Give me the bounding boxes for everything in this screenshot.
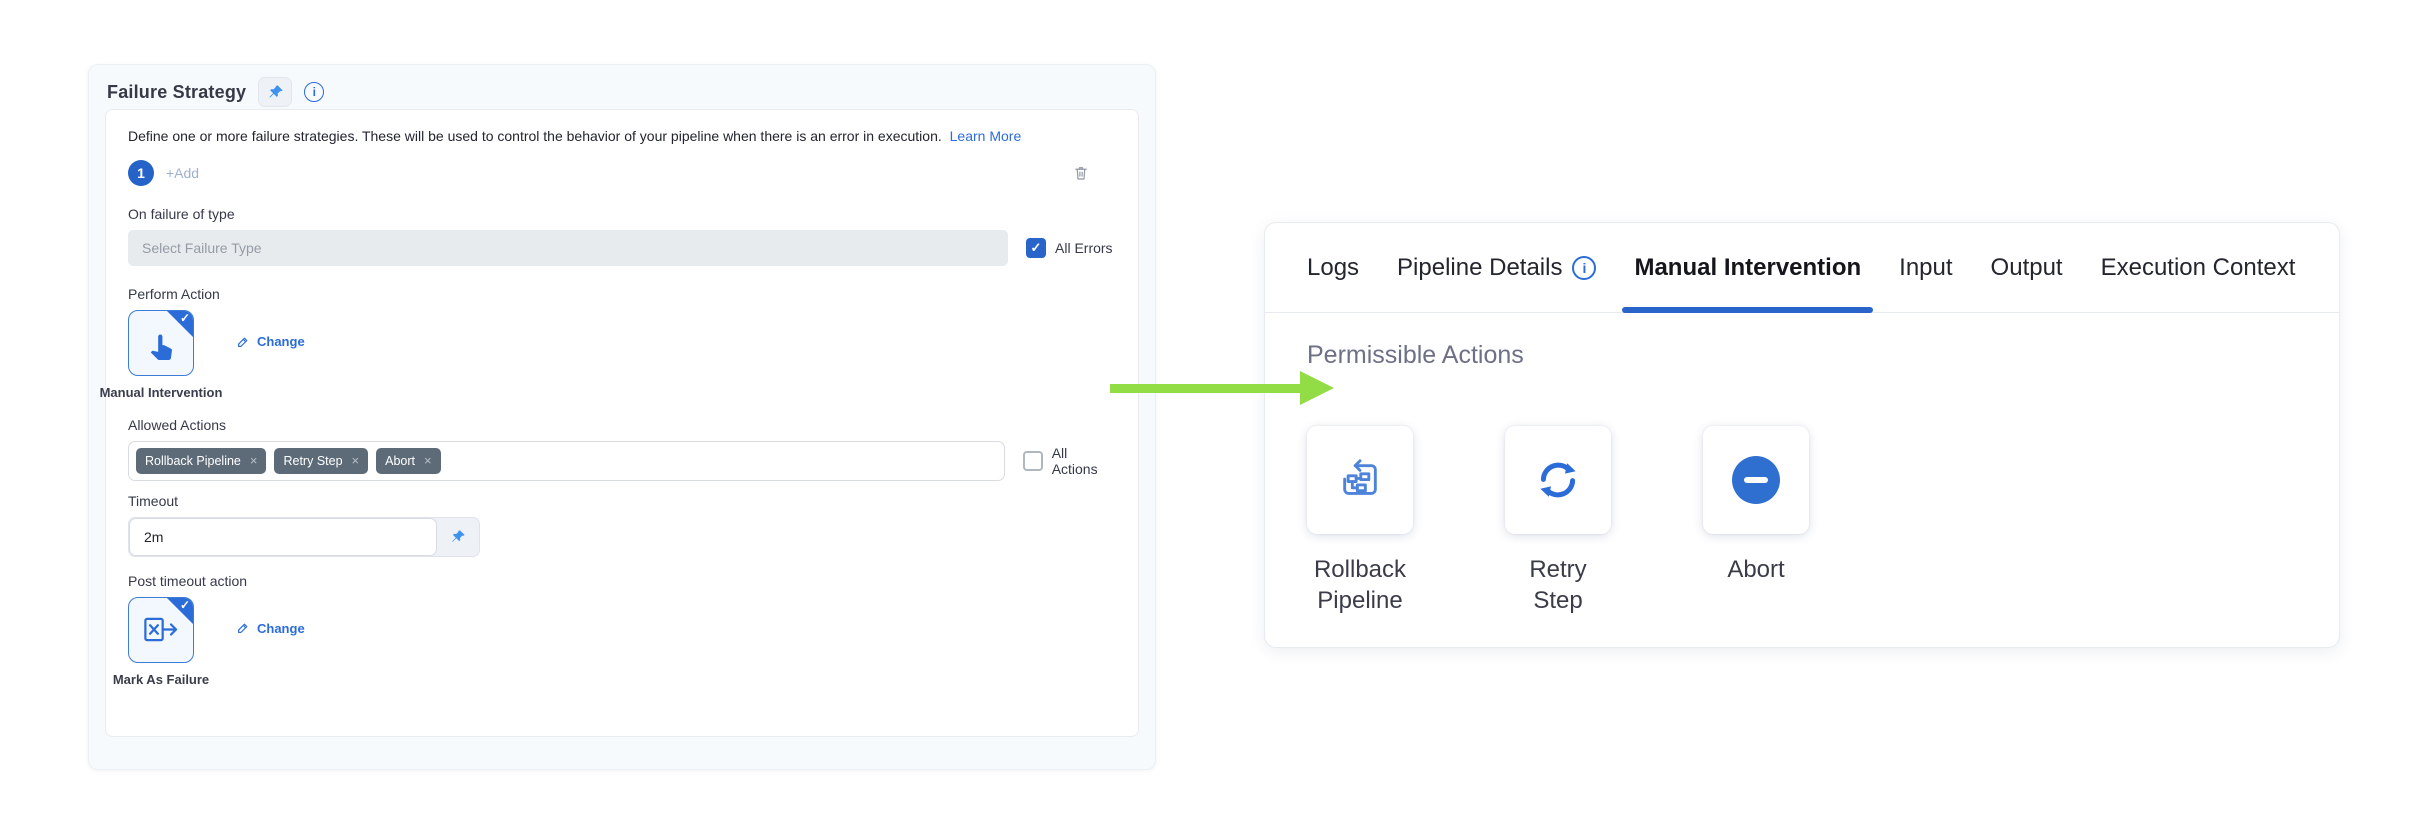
permissible-actions-row: Rollback Pipeline Retry Step	[1307, 426, 2297, 616]
timeout-input-group: 2m	[128, 516, 480, 557]
selected-check-icon: ✓	[179, 597, 190, 612]
action-abort: Abort	[1703, 426, 1809, 616]
permissible-actions-title: Permissible Actions	[1307, 341, 1524, 369]
tag-remove-icon[interactable]: ×	[424, 453, 432, 469]
description-sentence: Define one or more failure strategies. T…	[128, 128, 942, 144]
selected-check-icon: ✓	[179, 311, 190, 325]
failure-type-placeholder: Select Failure Type	[142, 240, 262, 256]
add-strategy-button[interactable]: +Add	[166, 165, 200, 181]
perform-action-value: Manual Intervention	[99, 385, 223, 400]
post-timeout-action-tile[interactable]: ✓	[128, 596, 194, 663]
pin-button[interactable]	[258, 77, 293, 107]
tag-label: Abort	[385, 453, 416, 468]
tab-pipeline-details[interactable]: Pipeline Details i	[1397, 223, 1597, 312]
action-rollback-pipeline: Rollback Pipeline	[1307, 426, 1413, 616]
change-perform-action-link[interactable]: Change	[236, 334, 305, 349]
selected-corner-badge	[167, 311, 193, 337]
post-timeout-value: Mark As Failure	[112, 671, 210, 687]
allowed-actions-label: Allowed Actions	[128, 416, 227, 433]
tab-label: Execution Context	[2100, 253, 2296, 281]
allowed-actions-input[interactable]: Rollback Pipeline × Retry Step × Abort ×	[128, 440, 1005, 481]
tab-logs[interactable]: Logs	[1307, 223, 1359, 312]
callout-arrow	[1110, 384, 1302, 393]
failure-type-input[interactable]: Select Failure Type	[128, 230, 1008, 266]
tab-label: Output	[1990, 253, 2063, 281]
all-errors-checkbox[interactable]: ✓	[1026, 238, 1046, 258]
pin-icon	[267, 84, 284, 101]
tab-label: Input	[1899, 253, 1953, 281]
change-label: Change	[257, 334, 305, 349]
action-label: Rollback Pipeline	[1313, 556, 1407, 615]
timeout-label: Timeout	[128, 492, 179, 509]
trash-icon	[1072, 164, 1090, 182]
post-timeout-label: Post timeout action	[128, 572, 248, 589]
all-errors-group: ✓ All Errors	[1026, 238, 1113, 258]
strategy-index-chip[interactable]: 1	[128, 160, 154, 186]
callout-arrow-head	[1300, 371, 1334, 405]
pencil-icon	[236, 335, 250, 349]
tab-bar: Logs Pipeline Details i Manual Intervent…	[1265, 223, 2339, 313]
tag-abort: Abort ×	[376, 447, 441, 474]
pencil-icon	[236, 621, 250, 635]
change-post-timeout-link[interactable]: Change	[236, 621, 305, 636]
info-icon[interactable]: i	[1572, 255, 1597, 280]
perform-action-label: Perform Action	[128, 286, 220, 302]
info-icon[interactable]: i	[304, 82, 325, 102]
tab-label: Logs	[1307, 253, 1360, 281]
action-label: Abort	[1727, 556, 1785, 583]
failure-strategy-panel: Failure Strategy i Define one or more fa…	[88, 64, 1156, 770]
panel-title: Failure Strategy	[107, 81, 247, 102]
retry-step-button[interactable]	[1505, 426, 1611, 534]
tag-label: Retry Step	[283, 453, 343, 468]
description-text: Define one or more failure strategies. T…	[128, 128, 1116, 144]
perform-action-tile[interactable]: ✓	[128, 310, 194, 376]
tab-execution-context[interactable]: Execution Context	[2101, 223, 2296, 312]
selected-corner-badge	[167, 597, 193, 624]
tag-retry-step: Retry Step ×	[274, 447, 369, 474]
rollback-pipeline-button[interactable]	[1307, 426, 1413, 534]
strategy-tabs-row: 1 +Add	[128, 160, 1116, 186]
abort-button[interactable]	[1703, 426, 1809, 534]
learn-more-link[interactable]: Learn More	[949, 128, 1022, 144]
failure-strategy-body: Define one or more failure strategies. T…	[100, 109, 1139, 737]
pin-icon	[450, 529, 466, 545]
tab-label: Manual Intervention	[1634, 253, 1862, 281]
rollback-pipeline-icon	[1337, 457, 1383, 503]
abort-icon	[1732, 456, 1780, 504]
tab-output[interactable]: Output	[1991, 223, 2063, 312]
mark-as-failure-icon	[142, 615, 180, 644]
on-failure-label: On failure of type	[128, 206, 235, 222]
action-retry-step: Retry Step	[1505, 426, 1611, 616]
tab-label: Pipeline Details	[1397, 253, 1563, 281]
timeout-pin-toggle[interactable]	[437, 518, 479, 556]
delete-strategy-button[interactable]	[1072, 164, 1090, 182]
tag-label: Rollback Pipeline	[145, 453, 241, 468]
tab-manual-intervention[interactable]: Manual Intervention	[1622, 223, 1873, 313]
execution-details-panel: Logs Pipeline Details i Manual Intervent…	[1264, 222, 2340, 648]
all-errors-label: All Errors	[1055, 240, 1113, 256]
tab-input[interactable]: Input	[1899, 223, 1952, 312]
timeout-input[interactable]: 2m	[129, 517, 437, 556]
tag-remove-icon[interactable]: ×	[249, 453, 258, 469]
manual-intervention-hand-icon	[144, 326, 178, 360]
change-label: Change	[257, 620, 305, 636]
manual-intervention-content: Permissible Actions Rol	[1265, 313, 2339, 616]
action-label: Retry Step	[1529, 556, 1587, 615]
retry-icon	[1534, 456, 1582, 504]
tag-remove-icon[interactable]: ×	[351, 453, 360, 469]
failure-strategy-header: Failure Strategy i	[89, 65, 1155, 107]
all-actions-checkbox[interactable]	[1022, 450, 1043, 471]
all-actions-label: All Actions	[1051, 444, 1098, 477]
all-actions-group: All Actions	[1022, 444, 1116, 477]
tag-rollback-pipeline: Rollback Pipeline ×	[136, 447, 267, 474]
